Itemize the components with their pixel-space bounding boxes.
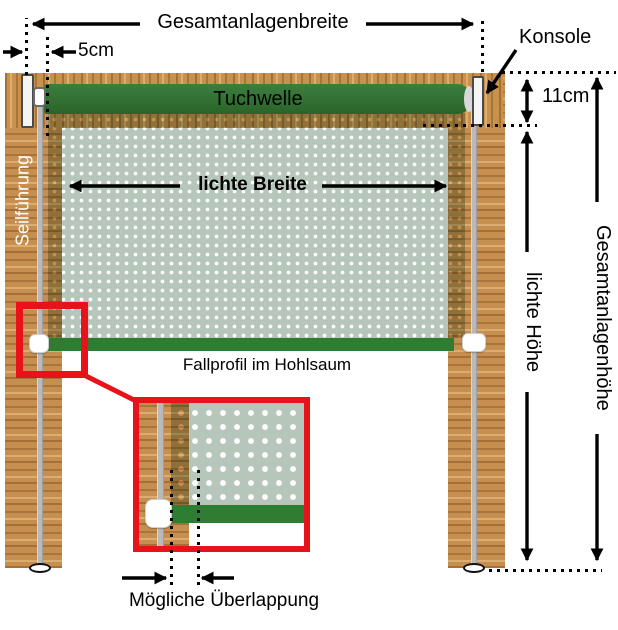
right-konsole-bracket bbox=[472, 76, 484, 126]
konsole-label: Konsole bbox=[519, 26, 592, 48]
tuchwelle-label: Tuchwelle bbox=[213, 87, 303, 110]
inset-cable bbox=[157, 403, 164, 546]
left-cable-guide bbox=[29, 334, 49, 353]
right-ground-anchor bbox=[463, 563, 485, 573]
inset-cable-guide bbox=[145, 499, 172, 528]
total-width-label: Gesamtanlagenbreite bbox=[140, 12, 366, 33]
dotted-line-overlap-right bbox=[197, 467, 200, 585]
eleven-cm-label: 11cm bbox=[542, 85, 590, 107]
left-cable bbox=[37, 100, 43, 567]
dotted-line-top bbox=[502, 71, 616, 74]
possible-overlap-label: Mögliche Überlappung bbox=[128, 590, 320, 611]
dotted-line-ground bbox=[489, 569, 602, 572]
inset-fallprofil-bar bbox=[168, 505, 304, 523]
total-height-label: Gesamtanlagenhöhe bbox=[581, 202, 614, 434]
fabric-mesh bbox=[48, 113, 465, 338]
dotted-line-roller-bottom bbox=[423, 124, 537, 127]
detail-highlight-square bbox=[16, 302, 88, 378]
dotted-line-left-edge bbox=[25, 18, 28, 75]
dotted-line-5cm-offset bbox=[46, 36, 49, 136]
five-cm-label: 5cm bbox=[78, 40, 114, 61]
detail-inset-box bbox=[133, 397, 310, 552]
clear-width-label: lichte Breite bbox=[198, 174, 307, 195]
fallprofil-bar bbox=[48, 338, 454, 351]
inset-mesh bbox=[171, 403, 304, 505]
tuchwelle-roller: Tuchwelle bbox=[44, 84, 472, 114]
clear-height-label: lichte Höhe bbox=[511, 252, 544, 392]
roller-end-cap bbox=[464, 86, 474, 112]
dotted-line-overlap-left bbox=[170, 467, 173, 585]
fallprofil-label: Fallprofil im Hohlsaum bbox=[182, 355, 352, 374]
left-roller-knob bbox=[33, 87, 46, 107]
seilfuehrung-label: Seilführung bbox=[12, 154, 33, 247]
dotted-line-right-edge bbox=[481, 18, 484, 72]
right-cable-guide bbox=[462, 333, 486, 352]
left-ground-anchor bbox=[29, 563, 51, 573]
